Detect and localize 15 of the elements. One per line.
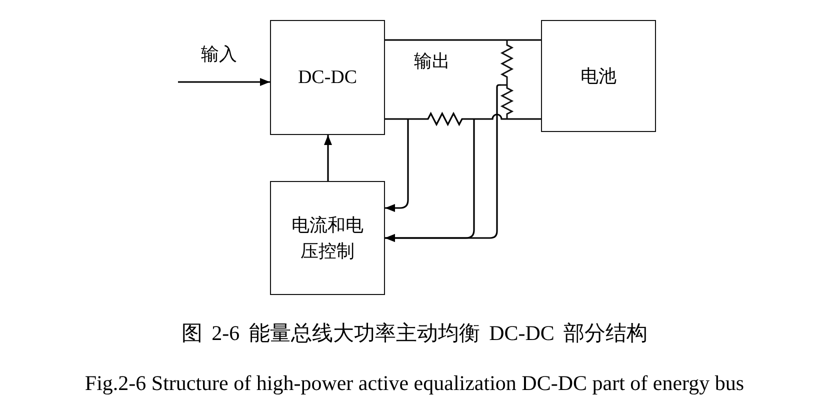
figure-caption: 图 2-6 能量总线大功率主动均衡 DC-DC 部分结构 bbox=[181, 320, 648, 347]
connector-line bbox=[385, 112, 541, 126]
arrow bbox=[385, 84, 502, 242]
block-label: DC-DC bbox=[298, 66, 358, 90]
block-label: 电流和电压控制 bbox=[290, 214, 364, 263]
process-box bbox=[270, 20, 385, 135]
figure-caption: Fig.2-6 Structure of high-power active equalization DC-DC part of energy bus bbox=[84, 370, 744, 397]
process-box bbox=[541, 20, 656, 132]
arrow bbox=[324, 135, 332, 181]
arrow bbox=[385, 119, 409, 212]
edge-label: 输入 bbox=[200, 43, 238, 65]
block-label: 电池 bbox=[580, 65, 616, 88]
arrow bbox=[178, 78, 270, 86]
process-box bbox=[270, 181, 385, 295]
connector-line bbox=[385, 39, 541, 41]
